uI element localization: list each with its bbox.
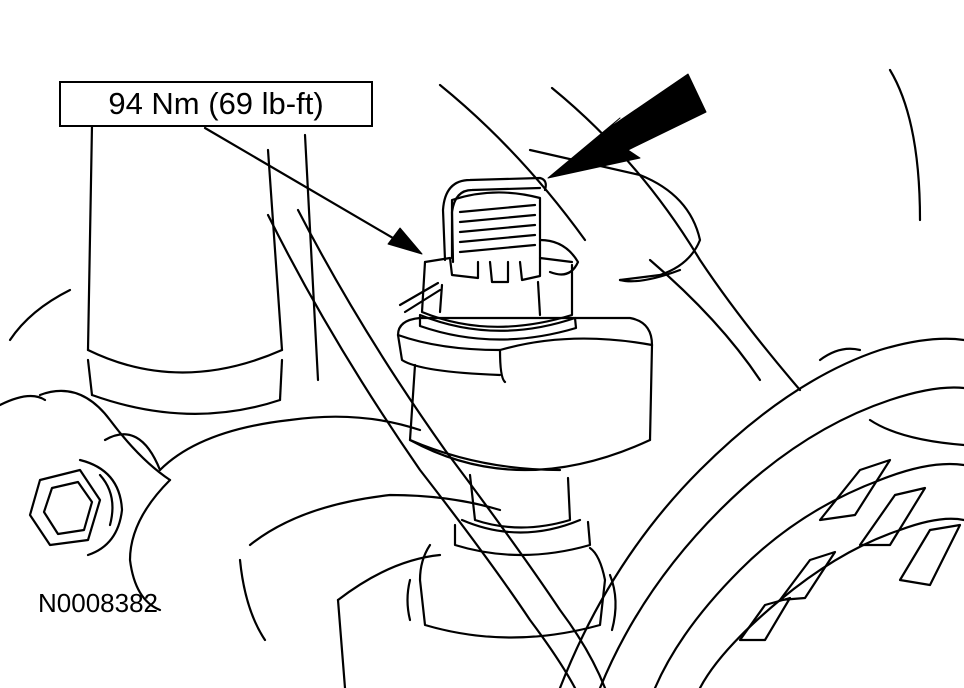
cotter-pin xyxy=(398,176,580,314)
threaded-stud xyxy=(450,191,542,260)
ball-joint-housing xyxy=(396,316,654,472)
figure-id: N0008382 xyxy=(38,588,158,618)
brake-rotor xyxy=(558,68,964,688)
torque-leader-line xyxy=(203,126,423,255)
ball-joint-stud xyxy=(406,473,617,639)
pointer-arrow xyxy=(547,73,707,179)
torque-callout: 94 Nm (69 lb-ft) xyxy=(59,81,373,127)
bolt-head xyxy=(28,458,124,557)
castle-nut xyxy=(418,256,578,341)
strut-boot xyxy=(438,83,802,392)
control-arm xyxy=(0,389,502,688)
shock-absorber xyxy=(8,123,320,415)
stabilizer-link xyxy=(266,208,607,688)
